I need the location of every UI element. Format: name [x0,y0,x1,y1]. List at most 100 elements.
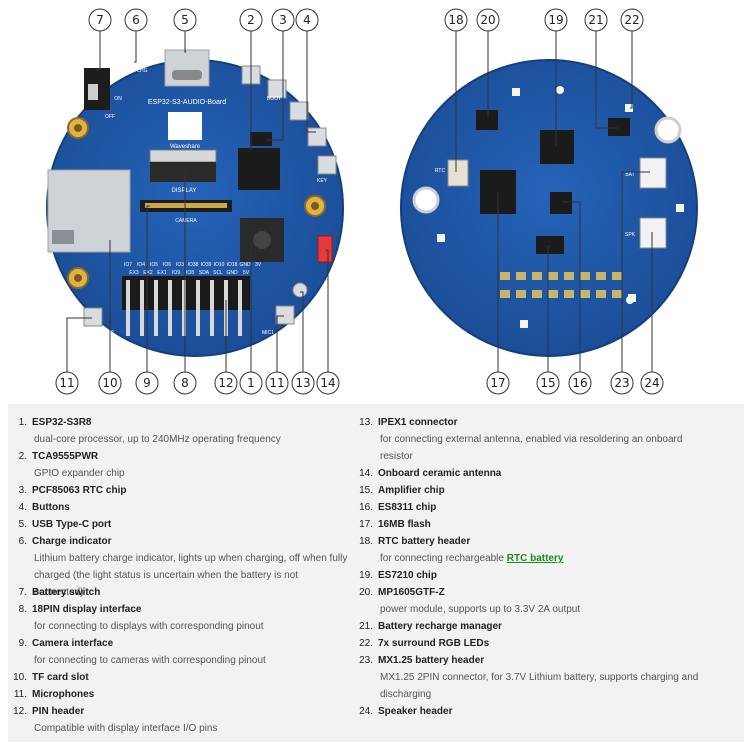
legend-item-title: RTC battery header [378,536,471,547]
callout-circle [98,371,122,395]
rtc-back-label: RTC [435,168,446,174]
pin-label: IO38 [188,262,199,268]
chg-label: CHG [136,68,147,74]
legend-item-description-cont: discharging [380,689,432,700]
bat-label: BAT [625,172,634,178]
front-board: ESP32-S3-AUDIO-Board Waveshare DISPLAY C… [46,49,344,357]
legend-item-title: Amplifier chip [378,485,445,496]
legend-item-number: 2. [18,451,27,462]
callout-leader [146,205,150,372]
camera-label: CAMERA [175,218,197,224]
rtc-battery-link[interactable]: RTC battery [506,553,564,564]
callout-leader [184,31,186,53]
callout-circle [135,371,159,395]
pin-label: EX3 [129,270,139,276]
callout-leader [250,239,256,372]
legend-item-number: 4. [18,502,27,513]
legend-item: 5.USB Type-C port [8,516,112,533]
legend-item-title: MX1.25 battery header [378,655,485,666]
ceramic-antenna [317,235,333,263]
callout-circle [239,371,263,395]
spk-label: SPK [625,232,636,238]
off-label: OFF [105,114,115,120]
ipex-connector [292,282,308,298]
legend-item: 7.Battery switch [8,584,101,601]
speaker-header [639,217,667,249]
pin-label: EX2 [143,270,153,276]
callout-circle [620,8,644,32]
legend-item-number: 23. [359,655,373,666]
callout-number: 10 [102,376,117,390]
pin-label: IO6 [163,262,171,268]
legend-item-number: 18. [359,536,373,547]
board-name-text: ESP32-S3-AUDIO-Board [148,99,226,106]
rtc-chip [250,132,272,146]
legend-item: 3.PCF85063 RTC chip [8,482,127,499]
callout-leader [250,31,252,151]
callout-number: 11 [269,376,284,390]
legend-item-title: Buttons [32,502,70,513]
callout-leader [621,171,650,372]
legend-item: 19.ES7210 chip [354,567,437,584]
callout-leader [266,31,284,141]
legend-item-title: PCF85063 RTC chip [32,485,127,496]
legend-item: 10.TF card slot [8,669,89,686]
legend-item-title: TCA9555PWR [32,451,99,462]
display-label: DISPLAY [172,188,197,194]
legend-item-number: 17. [359,519,373,530]
legend-item-description: MX1.25 2PIN connector, for 3.7V Lithium … [380,672,699,683]
callout-circle [124,8,148,32]
callout-circle [486,371,510,395]
callout-number: 22 [624,13,639,27]
legend-item-number: 14. [359,468,373,479]
callout-leader [184,169,186,372]
on-label: ON [114,96,122,102]
callout-circle [444,8,468,32]
callout-circle [173,371,197,395]
legend-item-title: Microphones [32,689,95,700]
callout-leader [96,31,101,71]
legend-item-number: 22. [359,638,373,649]
pin-label: IO10 [214,262,225,268]
callout-number: 24 [644,376,659,390]
pin-label: IO18 [227,262,238,268]
legend-item-description: Lithium battery charge indicator, lights… [34,553,348,564]
legend-item-description: for connecting to displays with correspo… [34,621,264,632]
pin-label: GND [226,270,238,276]
legend-item-title: IPEX1 connector [378,417,458,428]
callout-leader [276,315,284,372]
callout-number: 18 [448,13,463,27]
pin-label: GND [239,262,251,268]
legend-item-number: 5. [18,519,27,530]
legend-item-number: 20. [359,587,373,598]
callout-number: 1 [247,376,255,390]
callout-number: 21 [588,13,603,27]
legend-item-number: 21. [359,621,373,632]
callout-number: 14 [320,376,335,390]
mic2 [83,307,103,327]
legend-item-title: Charge indicator [32,536,112,547]
legend-item-number: 16. [359,502,373,513]
callout-number: 15 [540,376,555,390]
legend-item-title: 18PIN display interface [32,604,142,615]
pin-label: SCL [213,270,223,276]
legend-item-description: Compatible with display interface I/O pi… [34,723,218,734]
board-diagram: ESP32-S3-AUDIO-Board Waveshare DISPLAY C… [46,8,698,395]
legend-item-title: TF card slot [32,672,89,683]
callout-circle [544,8,568,32]
legend-item: 21.Battery recharge manager [354,618,502,635]
legend-item-title: Speaker header [378,706,453,717]
legend-item-title: ESP32-S3R8 [32,417,92,428]
callout-number: 5 [181,13,189,27]
rtc-battery-header [447,159,469,187]
legend-item-title: Battery switch [32,587,101,598]
legend-item-title: ES7210 chip [378,570,437,581]
